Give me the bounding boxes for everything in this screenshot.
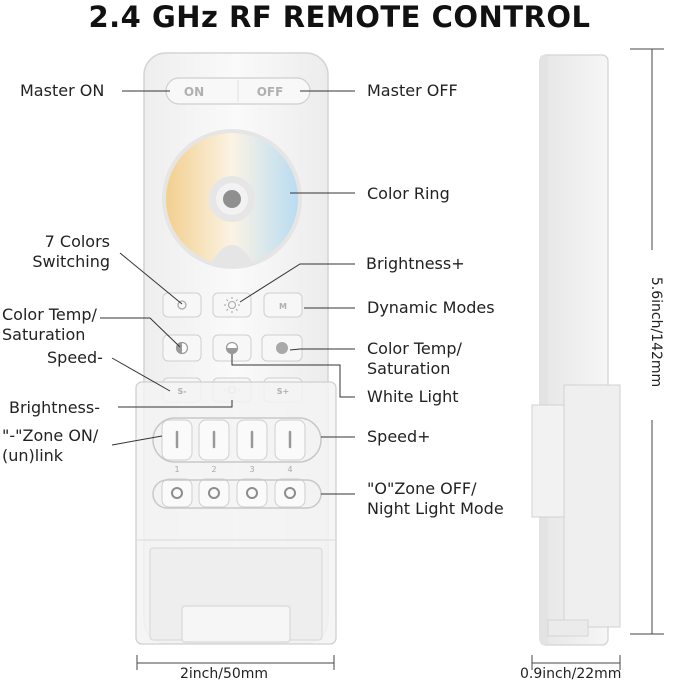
zone-on-highlight bbox=[152, 417, 322, 463]
zone-1-label: 1 bbox=[174, 465, 179, 474]
label-color-ring: Color Ring bbox=[367, 184, 450, 203]
label-color-temp-left-line2: Saturation bbox=[2, 325, 86, 344]
color-ring[interactable] bbox=[162, 129, 302, 269]
label-zone-off-line1: "O"Zone OFF/ bbox=[367, 479, 477, 498]
label-brightness-minus: Brightness- bbox=[9, 398, 100, 417]
label-speed-plus: Speed+ bbox=[367, 427, 431, 446]
label-color-temp-left-line1: Color Temp/ bbox=[2, 305, 97, 324]
label-zone-on-line1: "-"Zone ON/ bbox=[2, 426, 99, 445]
dimension-height: 5.6inch/142mm bbox=[648, 276, 664, 388]
page-title: 2.4 GHz RF REMOTE CONTROL bbox=[88, 0, 591, 34]
button-m-label[interactable]: M bbox=[279, 302, 287, 311]
label-master-off: Master OFF bbox=[367, 81, 458, 100]
label-white-light: White Light bbox=[367, 387, 459, 406]
label-brightness-plus: Brightness+ bbox=[366, 254, 465, 273]
label-seven-colors-line1: 7 Colors bbox=[44, 232, 110, 251]
label-color-temp-right-line1: Color Temp/ bbox=[367, 339, 462, 358]
button-s-plus-label[interactable]: S+ bbox=[277, 387, 289, 396]
zone-2-label: 2 bbox=[211, 465, 216, 474]
remote-side bbox=[531, 54, 621, 646]
center-button bbox=[223, 190, 241, 208]
label-color-temp-right: Color Temp/ Saturation bbox=[367, 339, 462, 379]
dynamic-modes-button bbox=[263, 292, 303, 318]
label-zone-off: "O"Zone OFF/ Night Light Mode bbox=[367, 479, 504, 519]
off-label[interactable]: OFF bbox=[257, 85, 284, 99]
label-zone-on-line2: (un)link bbox=[2, 446, 64, 465]
seven-colors-button bbox=[162, 292, 202, 318]
dimension-depth: 0.9inch/22mm bbox=[520, 666, 622, 682]
zone-off-buttons bbox=[161, 478, 306, 508]
label-dynamic-modes: Dynamic Modes bbox=[367, 298, 495, 317]
label-zone-off-line2: Night Light Mode bbox=[367, 499, 504, 518]
brightness-plus-button bbox=[212, 292, 252, 318]
label-zone-on: "-"Zone ON/ (un)link bbox=[2, 426, 98, 466]
dimension-width: 2inch/50mm bbox=[180, 666, 269, 682]
label-seven-colors: 7 Colors Switching bbox=[10, 232, 110, 272]
on-label[interactable]: ON bbox=[184, 85, 204, 99]
label-seven-colors-line2: Switching bbox=[32, 252, 110, 271]
label-color-temp-right-line2: Saturation bbox=[367, 359, 451, 378]
zone-on-buttons bbox=[161, 419, 306, 461]
remote-front bbox=[135, 52, 337, 645]
label-color-temp-left: Color Temp/ Saturation bbox=[2, 305, 97, 345]
label-speed-minus: Speed- bbox=[47, 348, 103, 367]
zone-3-label: 3 bbox=[249, 465, 254, 474]
zone-4-label: 4 bbox=[287, 465, 292, 474]
button-s-minus-label[interactable]: S- bbox=[177, 387, 186, 396]
label-master-on: Master ON bbox=[20, 81, 105, 100]
